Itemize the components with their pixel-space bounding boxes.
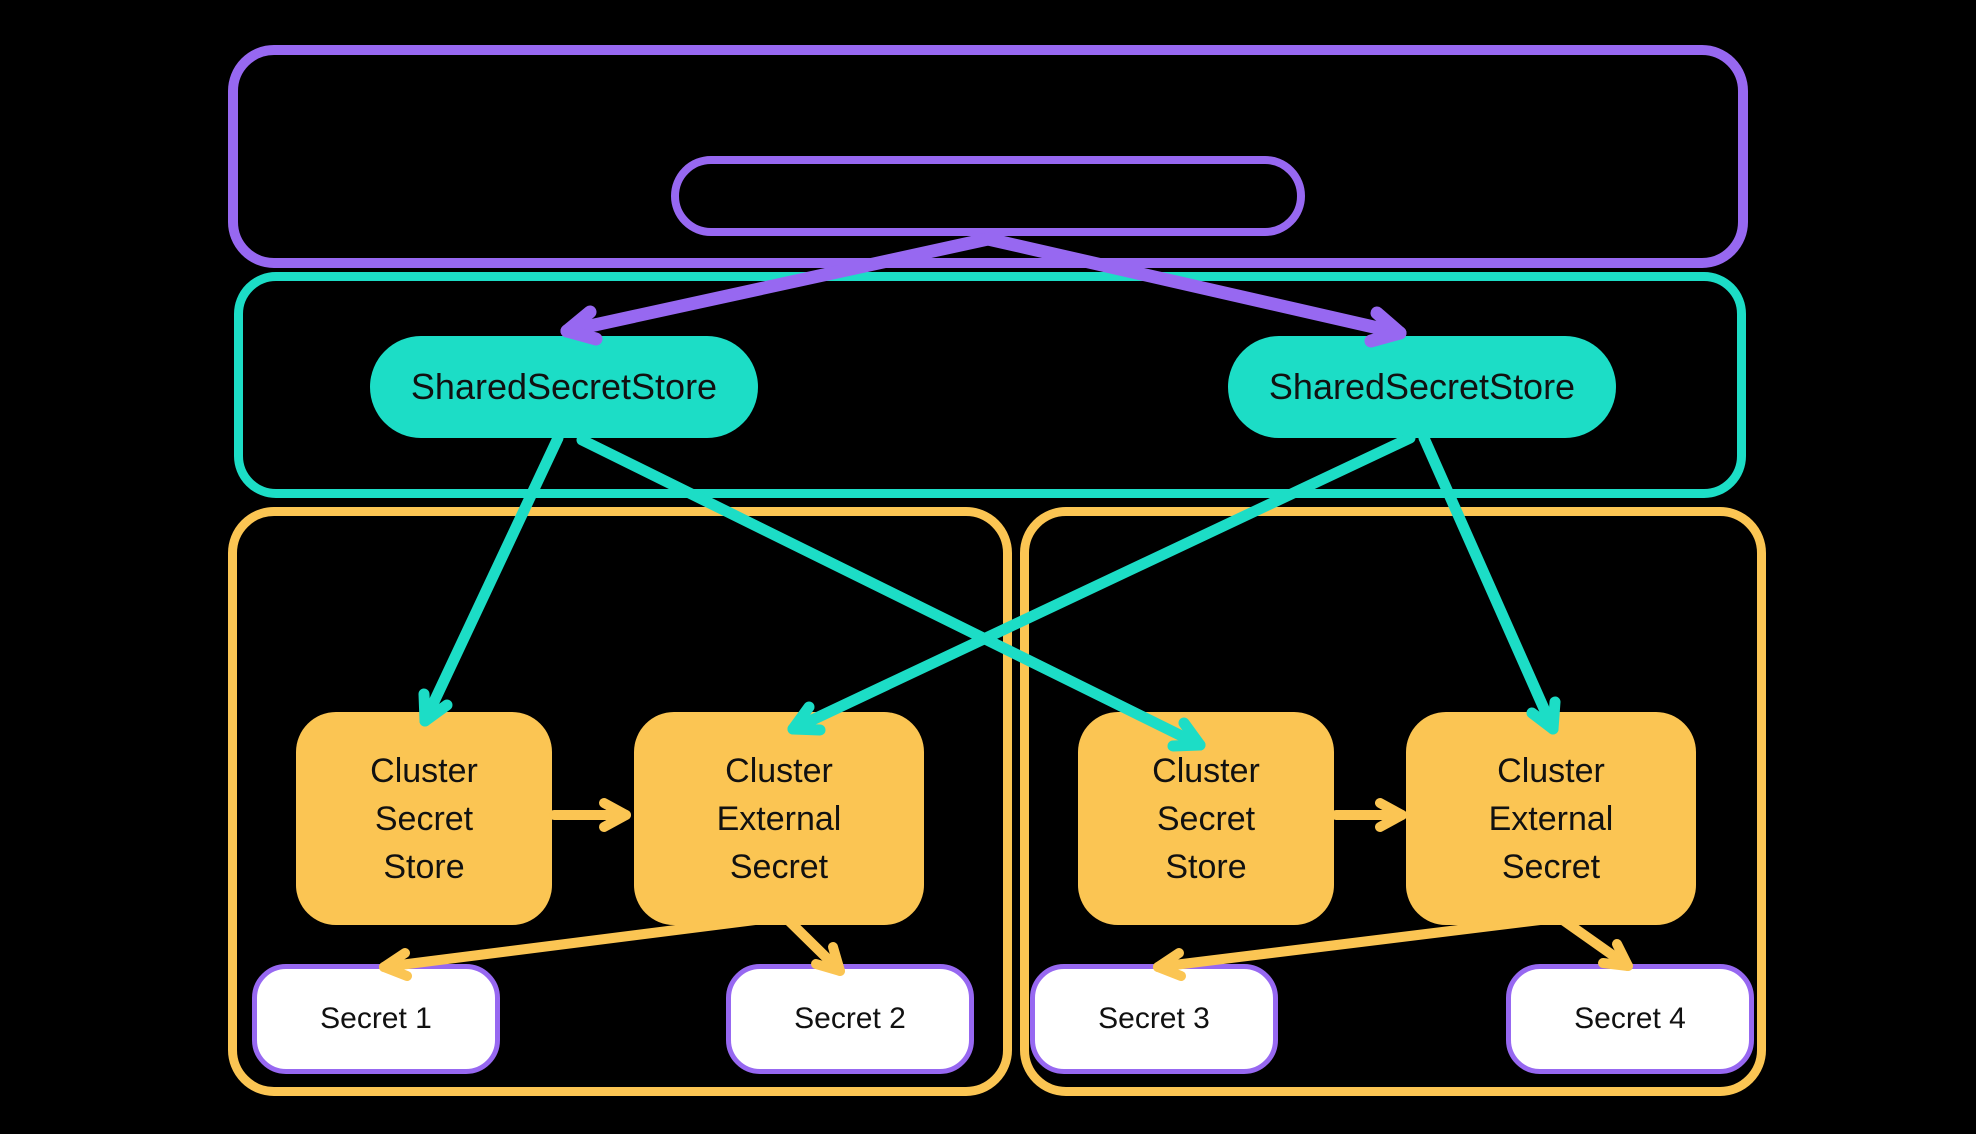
secret-3-box: Secret 3 [1030,964,1278,1074]
shared-secret-store-left: SharedSecretStore [370,336,758,438]
cluster-2-external-secret-box: Cluster External Secret [1406,712,1696,925]
cluster-2-secret-store-box: Cluster Secret Store [1078,712,1334,925]
shared-secret-store-left-label: SharedSecretStore [410,366,718,407]
secret-3-label: Secret 3 [1098,1002,1210,1035]
cluster-1-secret-store-box: Cluster Secret Store [296,712,552,925]
secret-4-box: Secret 4 [1506,964,1754,1074]
secret-1-label: Secret 1 [320,1002,432,1035]
secret-2-label: Secret 2 [794,1002,906,1035]
secret-2-box: Secret 2 [726,964,974,1074]
secret-4-label: Secret 4 [1574,1002,1686,1035]
top-inner-pill [671,156,1305,236]
shared-secret-store-right: SharedSecretStore [1228,336,1616,438]
secret-1-box: Secret 1 [252,964,500,1074]
shared-secret-store-right-label: SharedSecretStore [1268,366,1576,407]
cluster-1-external-secret-box: Cluster External Secret [634,712,924,925]
